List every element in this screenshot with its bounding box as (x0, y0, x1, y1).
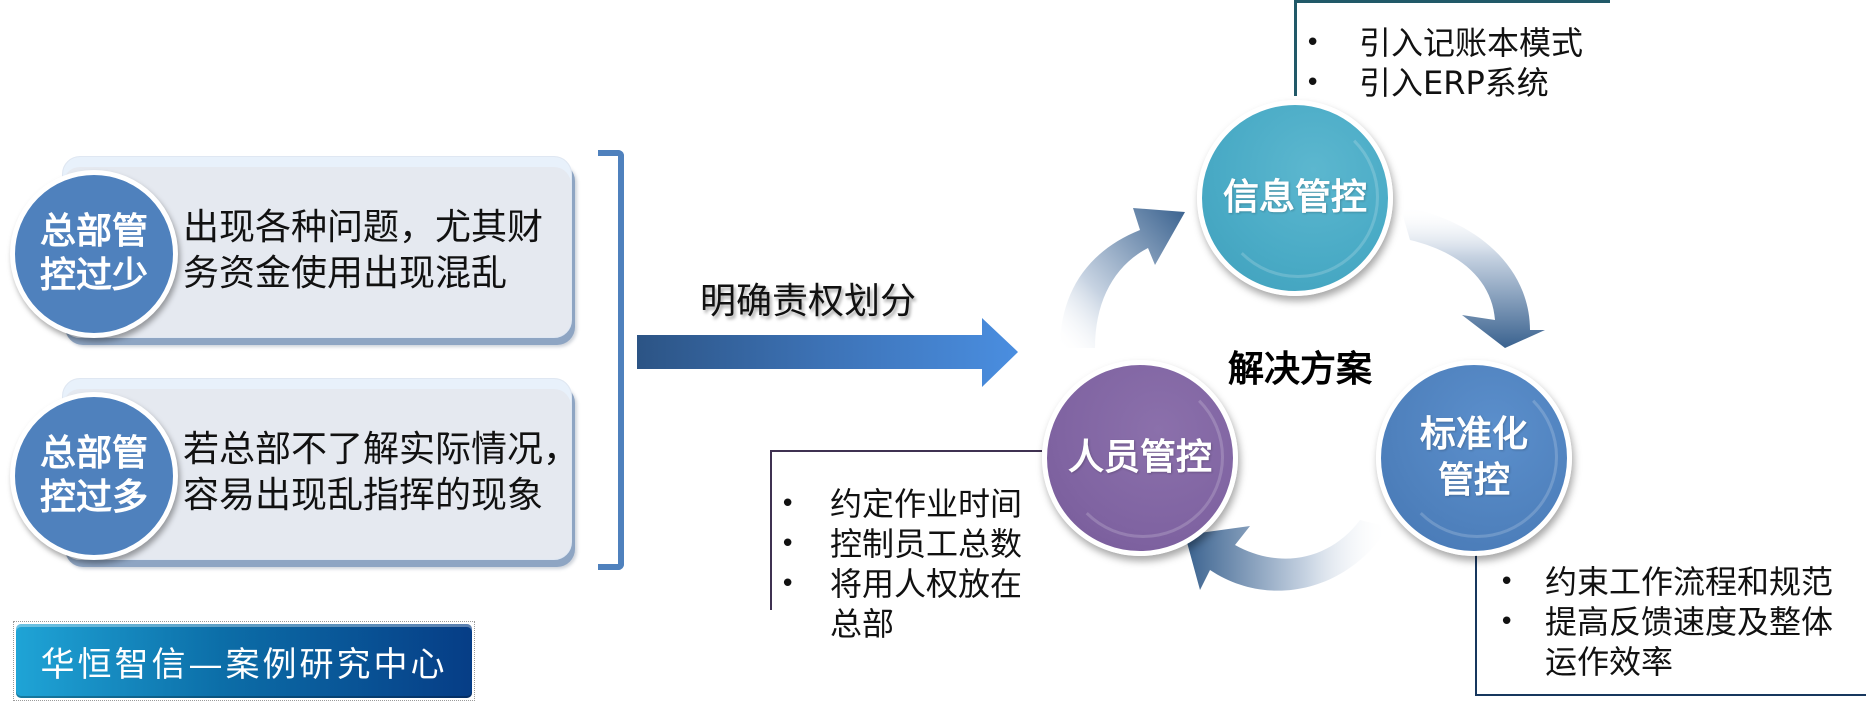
problem-badge-too-much-control: 总部管 控过多 (10, 392, 178, 560)
standard-control-node: 标准化 管控 (1376, 360, 1572, 556)
node-label: 信息管控 (1222, 177, 1367, 218)
problem-badge-too-little-control: 总部管 控过少 (10, 170, 178, 338)
list-item: 提高反馈速度及整体 运作效率 (1477, 602, 1866, 682)
info-control-node: 信息管控 (1197, 100, 1393, 296)
logo-badge: 华恒智信—案例研究中心 (16, 624, 472, 698)
standard-control-details: 约束工作流程和规范 提高反馈速度及整体 运作效率 (1475, 548, 1866, 696)
description-line: 容易出现乱指挥的现象 (183, 475, 544, 516)
node-label: 标准化 管控 (1420, 412, 1528, 504)
cycle-arrow-to-info (1060, 208, 1185, 348)
right-arrow-icon (637, 318, 1018, 387)
node-label: 人员管控 (1067, 437, 1212, 478)
grouping-bracket (598, 150, 624, 570)
list-item: 将用人权放在总部 (772, 564, 1042, 644)
staff-control-details: 约定作业时间 控制员工总数 将用人权放在总部 (770, 450, 1042, 643)
logo-text: 华恒智信—案例研究中心 (40, 644, 448, 685)
list-item-line: 提高反馈速度及整体 (1545, 603, 1834, 641)
list-item-line: 运作效率 (1545, 643, 1674, 681)
badge-line: 控过多 (39, 477, 148, 518)
list-item: 控制员工总数 (772, 524, 1042, 564)
logo-frame: 华恒智信—案例研究中心 (13, 621, 475, 701)
description-line: 若总部不了解实际情况， (183, 429, 580, 470)
description-line: 出现各种问题，尤其财 (183, 207, 544, 248)
arrow-label: 明确责权划分 (700, 281, 917, 322)
list-item: 约束工作流程和规范 (1477, 562, 1866, 602)
solution-label: 解决方案 (1228, 349, 1373, 390)
list-item: 引入ERP系统 (1297, 63, 1610, 103)
description-line: 务资金使用出现混乱 (183, 253, 508, 294)
node-label-line: 管控 (1437, 460, 1510, 501)
cycle-arrow-to-staff (1185, 520, 1388, 591)
badge-line: 总部管 (39, 211, 148, 252)
problem-description: 出现各种问题，尤其财 务资金使用出现混乱 (183, 205, 583, 297)
cycle-arrow-to-standard (1400, 206, 1545, 348)
badge-line: 控过少 (39, 255, 148, 296)
list-item: 约定作业时间 (772, 484, 1042, 524)
node-label-line: 标准化 (1419, 414, 1528, 455)
staff-control-node: 人员管控 (1042, 360, 1238, 556)
info-control-details: 引入记账本模式 引入ERP系统 (1294, 0, 1610, 103)
problem-description: 若总部不了解实际情况， 容易出现乱指挥的现象 (183, 427, 583, 519)
list-item: 引入记账本模式 (1297, 23, 1610, 63)
badge-line: 总部管 (39, 433, 148, 474)
cycle-arrows (1060, 206, 1545, 591)
